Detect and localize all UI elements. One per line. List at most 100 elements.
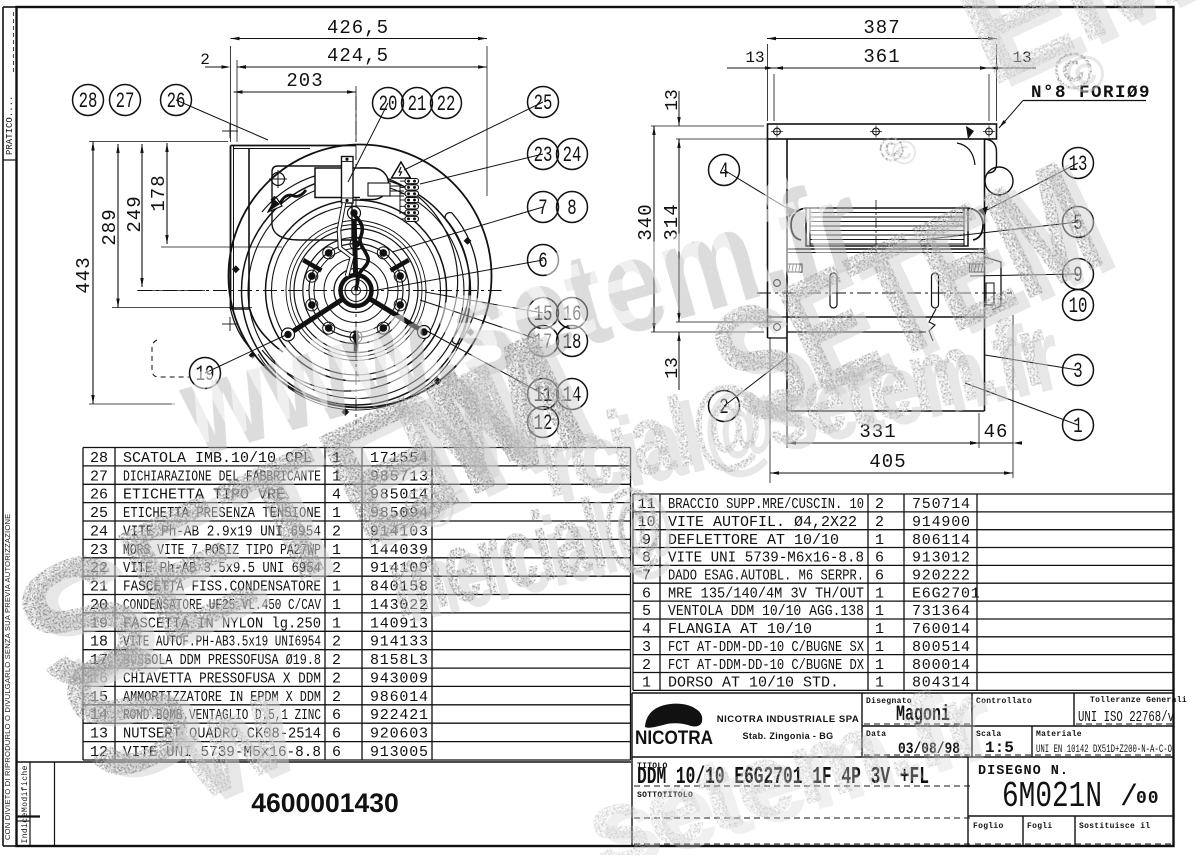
svg-text:8158L3: 8158L3 — [370, 652, 429, 669]
svg-text:2: 2 — [332, 652, 341, 669]
svg-text:4: 4 — [332, 487, 341, 504]
svg-text:21: 21 — [408, 92, 427, 117]
svg-text:331: 331 — [859, 421, 896, 443]
svg-text:2: 2 — [875, 496, 884, 513]
svg-text:2: 2 — [332, 523, 341, 540]
svg-text:Materiale: Materiale — [1036, 730, 1082, 739]
svg-text:FASCETTA FISS.CONDENSATORE: FASCETTA FISS.CONDENSATORE — [123, 579, 321, 596]
svg-text:NICOTRA: NICOTRA — [635, 727, 713, 749]
svg-text:ETICHETTA TIPO VRE: ETICHETTA TIPO VRE — [123, 487, 285, 504]
svg-text:11: 11 — [534, 383, 553, 408]
svg-text:DISEGNO N.: DISEGNO N. — [978, 764, 1069, 779]
svg-text:16: 16 — [90, 671, 108, 688]
svg-text:10: 10 — [637, 514, 655, 531]
svg-text:443: 443 — [73, 256, 95, 293]
svg-text:1: 1 — [875, 532, 884, 549]
svg-text:18: 18 — [563, 330, 582, 355]
svg-text:E6G2701: E6G2701 — [912, 585, 981, 602]
svg-text:914900: 914900 — [912, 514, 971, 531]
svg-text:DORSO AT 10/10 STD.: DORSO AT 10/10 STD. — [668, 675, 839, 692]
svg-text:203: 203 — [286, 70, 323, 92]
svg-text:Tolleranze Generali: Tolleranze Generali — [1090, 696, 1187, 705]
svg-text:249: 249 — [124, 195, 146, 232]
svg-text:1: 1 — [875, 603, 884, 620]
svg-text:1: 1 — [332, 542, 341, 559]
svg-text:405: 405 — [869, 451, 906, 473]
svg-text:7: 7 — [642, 568, 651, 585]
svg-text:DADO ESAG.AUTOBL. M6 SERPR.: DADO ESAG.AUTOBL. M6 SERPR. — [668, 568, 864, 585]
svg-text:6: 6 — [538, 249, 547, 274]
svg-text:1: 1 — [875, 621, 884, 638]
svg-text:14: 14 — [90, 707, 108, 724]
svg-text:21: 21 — [90, 579, 108, 596]
svg-text:VITE AUTOF.PH-AB3.5x19 UNI6954: VITE AUTOF.PH-AB3.5x19 UNI6954 — [123, 634, 321, 651]
svg-text:8: 8 — [567, 196, 576, 221]
svg-text:13: 13 — [90, 726, 108, 743]
svg-text:5: 5 — [1073, 211, 1082, 236]
svg-text:840158: 840158 — [370, 579, 429, 596]
svg-text:N°8 FORIØ9: N°8 FORIØ9 — [1031, 83, 1151, 103]
svg-text:731364: 731364 — [912, 603, 971, 620]
svg-text:20: 20 — [90, 597, 108, 614]
svg-text:12: 12 — [534, 411, 553, 436]
svg-text:1: 1 — [875, 675, 884, 692]
svg-text:17: 17 — [90, 652, 108, 669]
svg-text:AMMORTIZZATORE IN EPDM X DDM: AMMORTIZZATORE IN EPDM X DDM — [123, 689, 321, 706]
svg-text:2: 2 — [332, 671, 341, 688]
svg-text:426,5: 426,5 — [327, 17, 389, 39]
svg-text:Modifiche: Modifiche — [21, 765, 30, 812]
svg-text:MRE 135/140/4M 3V TH/OUT: MRE 135/140/4M 3V TH/OUT — [668, 585, 864, 602]
svg-text:VITE UNI 5739-M5x16-8.8: VITE UNI 5739-M5x16-8.8 — [123, 744, 321, 761]
svg-text:Scala: Scala — [976, 730, 1002, 739]
svg-text:986014: 986014 — [370, 689, 429, 706]
svg-text:2: 2 — [332, 689, 341, 706]
svg-text:289: 289 — [99, 208, 121, 245]
svg-text:920222: 920222 — [912, 568, 971, 585]
svg-text:CONDENSATORE UF25 VL.450 C/CAV: CONDENSATORE UF25 VL.450 C/CAV — [123, 597, 321, 614]
svg-text:ROND.BOMB.VENTAGLIO D.5,1 ZINC: ROND.BOMB.VENTAGLIO D.5,1 ZINC — [123, 707, 321, 724]
svg-text:DEFLETTORE AT 10/10: DEFLETTORE AT 10/10 — [668, 532, 839, 549]
svg-text:9: 9 — [642, 532, 651, 549]
svg-text:806114: 806114 — [912, 532, 971, 549]
svg-text:/: / — [1120, 781, 1138, 815]
svg-text:VENTOLA DDM 10/10 AGG.138: VENTOLA DDM 10/10 AGG.138 — [668, 603, 864, 620]
svg-text:UNI ISO 22768/v: UNI ISO 22768/v — [1078, 709, 1174, 726]
svg-text:985713: 985713 — [370, 468, 429, 485]
svg-text:13: 13 — [663, 357, 683, 379]
svg-text:171554: 171554 — [370, 450, 429, 467]
svg-text:10: 10 — [1069, 294, 1088, 319]
svg-text:1: 1 — [332, 505, 341, 522]
svg-text:FASCETTA IN NYLON lg.250: FASCETTA IN NYLON lg.250 — [123, 615, 321, 632]
svg-text:6: 6 — [642, 585, 651, 602]
svg-text:BUSSOLA DDM PRESSOFUSA Ø19.8: BUSSOLA DDM PRESSOFUSA Ø19.8 — [123, 652, 321, 669]
svg-text:11: 11 — [637, 496, 655, 513]
svg-text:6: 6 — [332, 744, 341, 761]
svg-text:27: 27 — [116, 89, 135, 114]
svg-text:NICOTRA INDUSTRIALE SPA: NICOTRA INDUSTRIALE SPA — [717, 714, 859, 725]
svg-text:18: 18 — [90, 634, 108, 651]
svg-text:15: 15 — [534, 302, 553, 327]
svg-text:1:5: 1:5 — [985, 739, 1014, 757]
svg-text:DICHIARAZIONE DEL FABBRICANTE: DICHIARAZIONE DEL FABBRICANTE — [123, 468, 321, 485]
svg-text:914133: 914133 — [370, 634, 429, 651]
svg-text:SCATOLA IMB.10/10 CPL: SCATOLA IMB.10/10 CPL — [123, 450, 312, 467]
svg-text:985014: 985014 — [370, 487, 429, 504]
svg-text:CON DIVIETO DI RIPRODURLO O DI: CON DIVIETO DI RIPRODURLO O DIVULGARLO S… — [3, 514, 12, 840]
svg-text:1: 1 — [875, 657, 884, 674]
svg-text:ETICHETTA PRESENZA TENSIONE: ETICHETTA PRESENZA TENSIONE — [123, 505, 321, 522]
svg-text:6M021N: 6M021N — [1002, 776, 1102, 817]
svg-text:FLANGIA AT 10/10: FLANGIA AT 10/10 — [668, 621, 812, 638]
svg-text:12: 12 — [90, 744, 108, 761]
svg-text:Disegnato: Disegnato — [866, 697, 912, 706]
svg-text:UNI EN 10142 DX51D+Z200-N-A-C-: UNI EN 10142 DX51D+Z200-N-A-C-O — [1036, 744, 1172, 756]
svg-text:913012: 913012 — [912, 550, 971, 567]
svg-text:VITE UNI 5739-M6x16-8.8: VITE UNI 5739-M6x16-8.8 — [668, 550, 864, 567]
svg-text:143022: 143022 — [370, 597, 429, 614]
svg-text:913005: 913005 — [370, 744, 429, 761]
svg-text:9: 9 — [1073, 263, 1082, 288]
svg-text:DDM 10/10 E6G2701 1F 4P 3V +FL: DDM 10/10 E6G2701 1F 4P 3V +FL — [637, 764, 929, 791]
svg-text:VITE AUTOFIL. Ø4,2X22: VITE AUTOFIL. Ø4,2X22 — [668, 514, 857, 531]
svg-text:760014: 760014 — [912, 621, 971, 638]
svg-text:6: 6 — [875, 568, 884, 585]
svg-text:4600001430: 4600001430 — [251, 788, 398, 818]
